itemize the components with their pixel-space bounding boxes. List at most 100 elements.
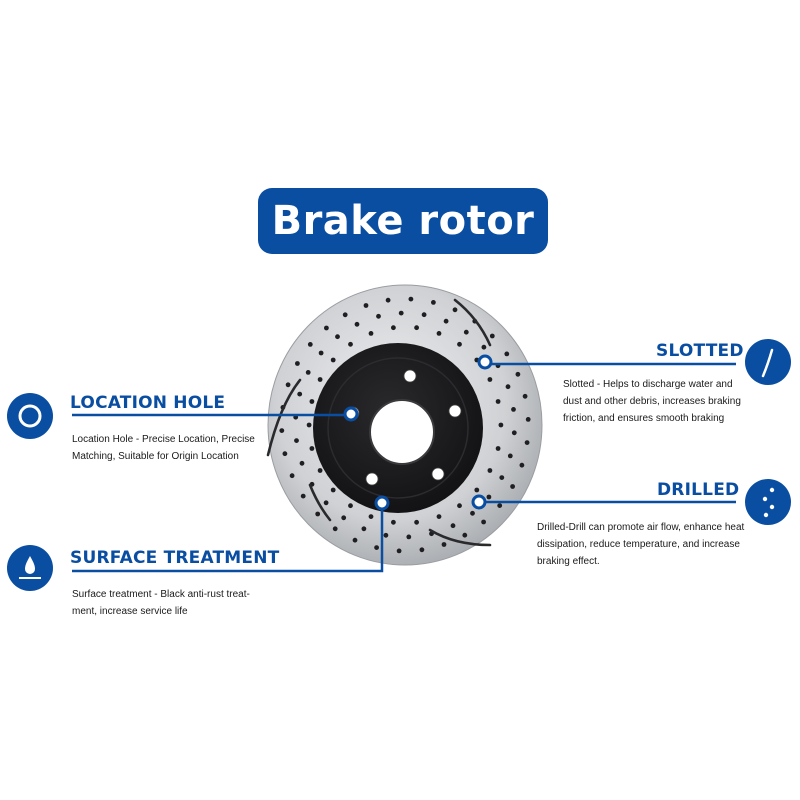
drill-hole: [279, 428, 285, 433]
drill-hole: [462, 532, 468, 538]
rotor-slots: [266, 298, 492, 547]
drill-hole: [457, 503, 462, 509]
drill-hole: [306, 422, 312, 428]
drill-hole: [507, 453, 513, 459]
drill-hole: [374, 545, 379, 550]
title-badge: Brake rotor: [258, 188, 548, 254]
drill-hole: [470, 510, 475, 516]
drill-hole: [348, 341, 353, 347]
drill-hole: [294, 438, 299, 443]
drill-hole: [515, 371, 521, 377]
drill-hole: [463, 329, 469, 335]
drill-hole: [363, 303, 369, 308]
drill-hole: [391, 325, 396, 331]
drill-hole: [450, 523, 456, 529]
drill-hole: [341, 515, 347, 521]
description-line: braking effect.: [537, 556, 600, 567]
drill-hole: [391, 519, 396, 525]
drill-hole: [431, 300, 436, 305]
drill-hole: [309, 446, 315, 451]
drill-hole: [335, 334, 340, 340]
drilled-description: Drilled-Drill can promote air flow, enha…: [537, 519, 744, 570]
description-line: Location Hole - Precise Location, Precis…: [72, 434, 255, 445]
drill-hole: [398, 310, 404, 316]
surface-treatment-description: Surface treatment - Black anti-rust trea…: [72, 586, 250, 620]
drill-hole: [385, 297, 391, 303]
drill-hole: [295, 361, 300, 366]
description-line: dust and other debris, increases braking: [563, 396, 741, 407]
drill-hole: [315, 511, 321, 517]
callout-lines: [72, 362, 736, 573]
drill-hole: [504, 351, 510, 357]
surface-treatment-heading: SURFACE TREATMENT: [70, 548, 280, 568]
drill-hole: [309, 399, 315, 404]
drill-hole: [481, 344, 487, 350]
drill-hole: [323, 500, 329, 506]
drill-hole: [524, 440, 530, 445]
drill-hole: [510, 484, 515, 489]
description-line: Matching, Suitable for Origin Location: [72, 451, 239, 462]
drill-hole: [307, 342, 313, 347]
drill-hole: [436, 514, 442, 519]
drilled-holes-icon: [745, 479, 791, 525]
location-hole-marker: [343, 406, 359, 422]
brake-rotor: [266, 284, 543, 566]
description-line: friction, and ensures smooth braking: [563, 413, 725, 424]
drill-hole: [330, 487, 336, 493]
lug-hole: [403, 369, 417, 383]
drill-hole: [285, 382, 291, 388]
drilled-heading: DRILLED: [657, 480, 740, 500]
drill-hole: [332, 526, 338, 532]
drill-hole: [441, 542, 447, 547]
page-title: Brake rotor: [271, 198, 535, 244]
drill-hole: [383, 532, 389, 538]
description-line: dissipation, reduce temperature, and inc…: [537, 539, 740, 550]
drill-hole: [297, 391, 303, 397]
lug-hole: [431, 467, 445, 481]
drill-hole: [489, 333, 495, 339]
drill-hole: [481, 519, 486, 525]
drill-hole: [330, 357, 336, 363]
drill-hole: [452, 307, 458, 313]
slotted-description: Slotted - Helps to discharge water and d…: [563, 376, 741, 427]
drill-hole: [342, 312, 348, 318]
drill-hole: [406, 534, 412, 540]
rotor-hat-ring: [327, 357, 469, 499]
drill-hole: [419, 547, 425, 553]
drill-hole: [505, 384, 511, 390]
description-line: Slotted - Helps to discharge water and: [563, 379, 733, 390]
slotted-heading: SLOTTED: [656, 341, 744, 361]
drilled-holes: [279, 296, 531, 554]
drill-hole: [511, 430, 517, 436]
drill-hole: [408, 296, 414, 302]
location-hole-description: Location Hole - Precise Location, Precis…: [72, 431, 255, 465]
drill-hole: [421, 312, 427, 318]
drill-hole: [318, 350, 324, 356]
drill-hole: [519, 462, 525, 468]
drill-hole: [498, 422, 504, 428]
drill-hole: [300, 493, 306, 499]
drill-hole: [414, 519, 419, 525]
drill-hole: [414, 325, 419, 331]
drill-hole: [376, 313, 381, 319]
drill-hole: [396, 548, 402, 554]
location-hole-heading: LOCATION HOLE: [70, 393, 226, 413]
callout-markers: [343, 354, 493, 511]
drill-hole: [368, 331, 374, 336]
description-line: Surface treatment - Black anti-rust trea…: [72, 589, 250, 600]
lug-hole: [448, 404, 462, 418]
drill-hole: [499, 475, 505, 480]
drill-hole: [436, 331, 442, 336]
drill-hole: [348, 503, 353, 509]
drill-hole: [352, 537, 358, 543]
drill-hole: [495, 446, 501, 451]
description-line: ment, increase service life: [72, 606, 188, 617]
surface-treatment-marker: [374, 495, 390, 511]
drill-hole: [497, 503, 503, 508]
droplet-icon: [7, 545, 53, 591]
drill-hole: [305, 370, 311, 375]
description-line: Drilled-Drill can promote air flow, enha…: [537, 522, 745, 533]
drill-hole: [361, 526, 367, 532]
drill-hole: [487, 468, 493, 473]
drill-hole: [368, 514, 374, 519]
